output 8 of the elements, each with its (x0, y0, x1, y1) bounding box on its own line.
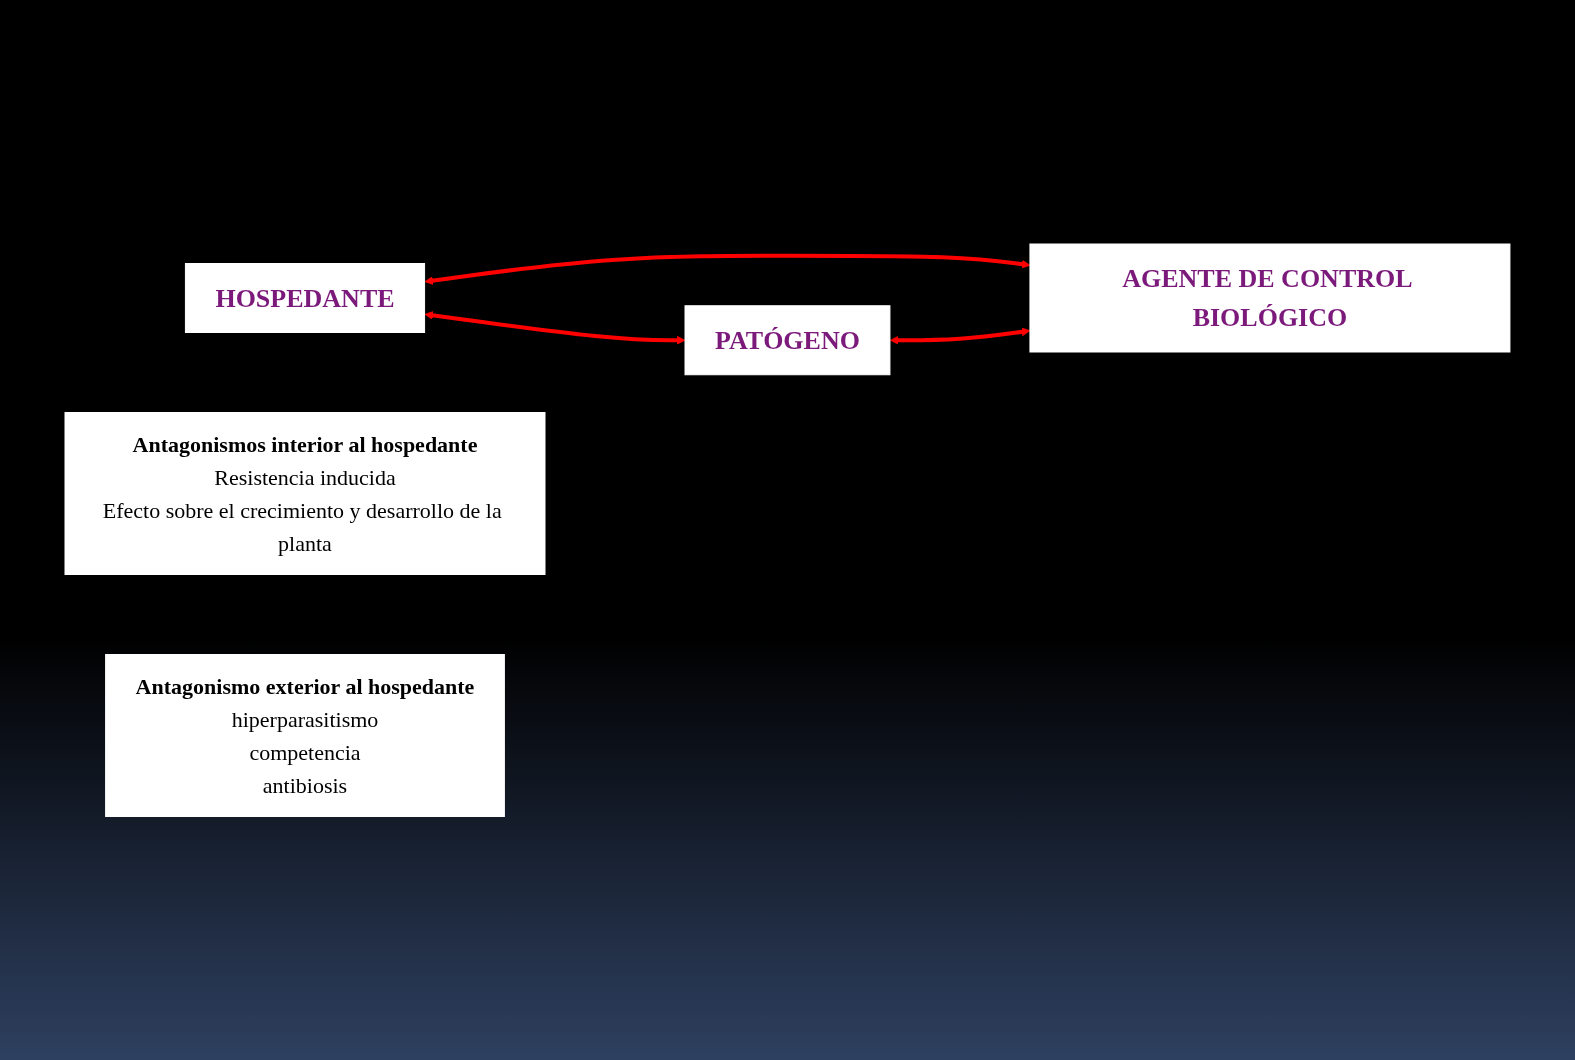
node-box: HOSPEDANTE (184, 262, 426, 333)
node-box: Antagonismos interior al hospedante Resistencia inducida Efecto sobre el crecimiento y desarrollo de la planta (64, 411, 546, 575)
arrow (424, 253, 1031, 285)
arrow (889, 327, 1031, 345)
node-box: Antagonismo exterior al hospedante hiperparasitismo competencia antibiosis (105, 653, 505, 817)
node-box: PATÓGENO (684, 305, 891, 375)
arrow (424, 310, 686, 345)
node-box: AGENTE DE CONTROL BIOLÓGICO (1029, 243, 1511, 353)
